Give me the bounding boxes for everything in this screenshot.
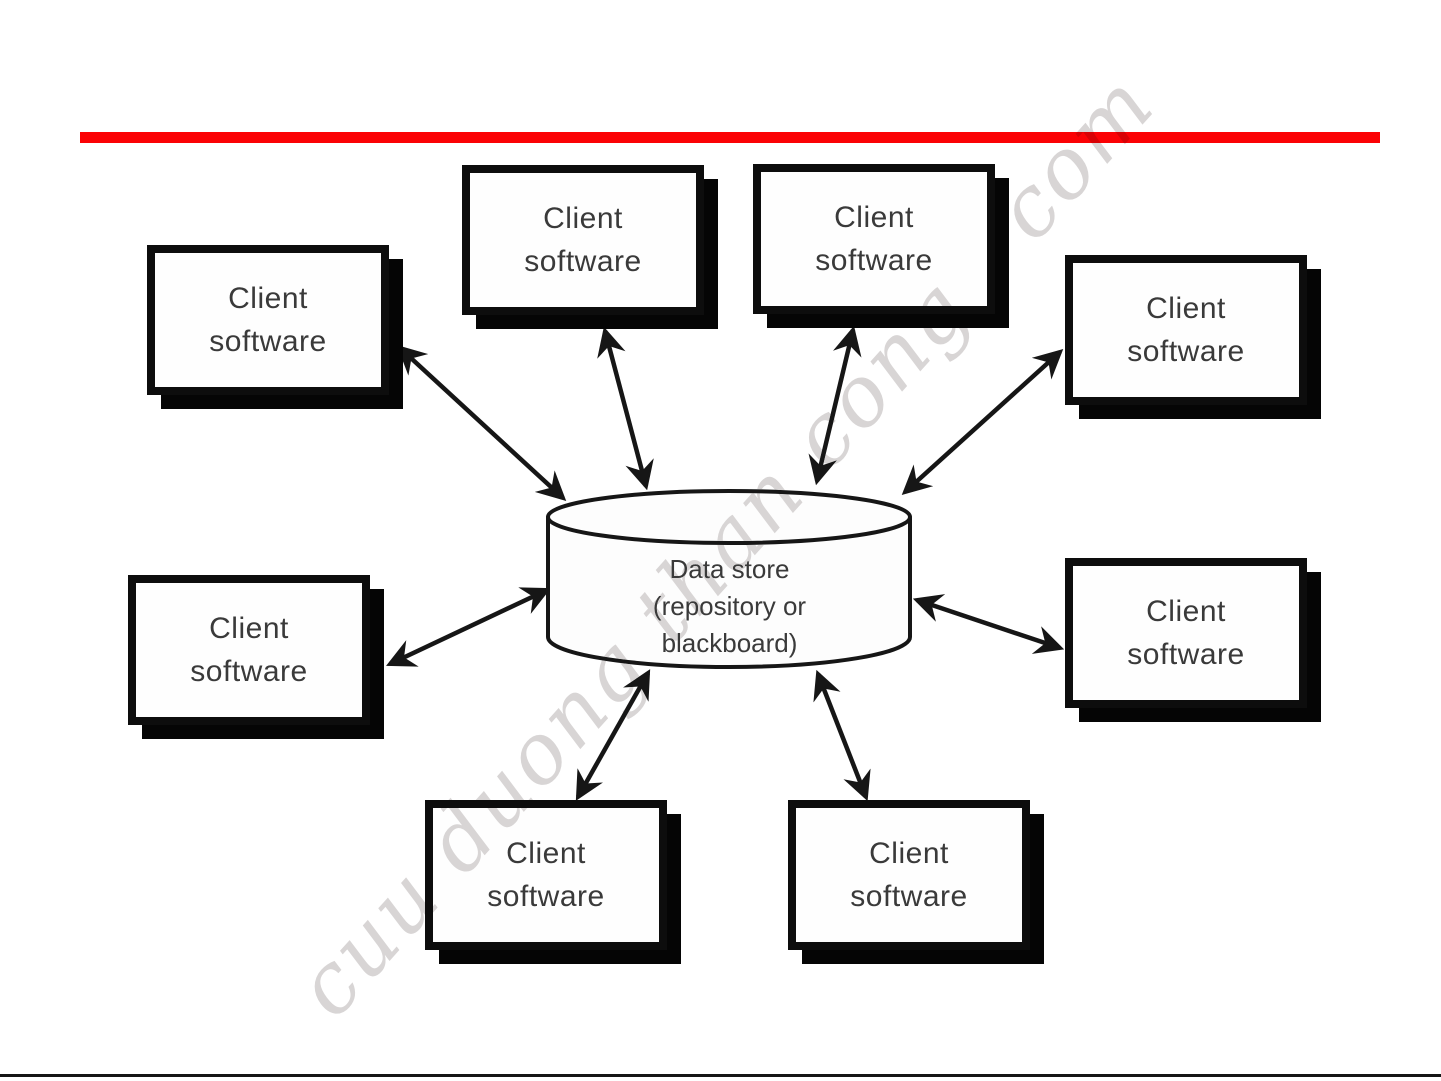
label-line2: software (190, 655, 308, 688)
label-line1: Client (228, 282, 308, 315)
data-store-label: Data store (repository or blackboard) (549, 551, 910, 662)
label-line2: software (815, 244, 933, 277)
top-accent-rule (80, 132, 1380, 143)
data-store-line2: (repository or (652, 591, 807, 621)
connector-bottom-left (575, 669, 651, 801)
label-line1: Client (506, 837, 586, 870)
label-line2: software (487, 880, 605, 913)
client-software-node-top-mid-right: Client software (753, 164, 995, 314)
bottom-rule (0, 1074, 1441, 1077)
client-software-node-top-mid-left: Client software (462, 165, 704, 315)
client-node-label: Client software (1127, 287, 1244, 373)
label-line2: software (850, 880, 968, 913)
connector-right-upper (901, 349, 1064, 495)
label-line1: Client (869, 837, 949, 870)
client-node-label: Client software (209, 277, 326, 363)
client-node-label: Client software (1127, 590, 1244, 676)
label-line1: Client (1146, 292, 1226, 325)
data-store-line1: Data store (669, 554, 790, 584)
connector-right-middle (912, 594, 1065, 654)
label-line2: software (1127, 638, 1245, 671)
client-software-node-right-middle: Client software (1065, 558, 1307, 708)
connector-upper-left (396, 345, 567, 501)
label-line1: Client (1146, 595, 1226, 628)
data-store-cylinder (546, 489, 912, 669)
label-line1: Client (543, 202, 623, 235)
client-software-node-bottom-left: Client software (425, 800, 667, 950)
label-line2: software (1127, 335, 1245, 368)
client-software-node-left-middle: Client software (128, 575, 370, 725)
label-line1: Client (209, 612, 289, 645)
label-line2: software (209, 325, 327, 358)
client-node-label: Client software (850, 832, 967, 918)
client-node-label: Client software (487, 832, 604, 918)
client-node-label: Client software (815, 196, 932, 282)
label-line2: software (524, 245, 642, 278)
client-software-node-right-upper: Client software (1065, 255, 1307, 405)
data-store-line3: blackboard) (661, 628, 798, 658)
client-node-label: Client software (524, 197, 641, 283)
connector-top-mid-right (808, 325, 862, 486)
client-software-node-upper-left: Client software (147, 245, 389, 395)
client-software-node-bottom-right: Client software (788, 800, 1030, 950)
cylinder-top (546, 489, 912, 545)
connector-left-middle (386, 587, 551, 667)
label-line1: Client (834, 201, 914, 234)
connector-top-mid-left (597, 326, 654, 491)
client-node-label: Client software (190, 607, 307, 693)
cylinder-body (546, 517, 912, 669)
connector-bottom-right (813, 669, 871, 802)
